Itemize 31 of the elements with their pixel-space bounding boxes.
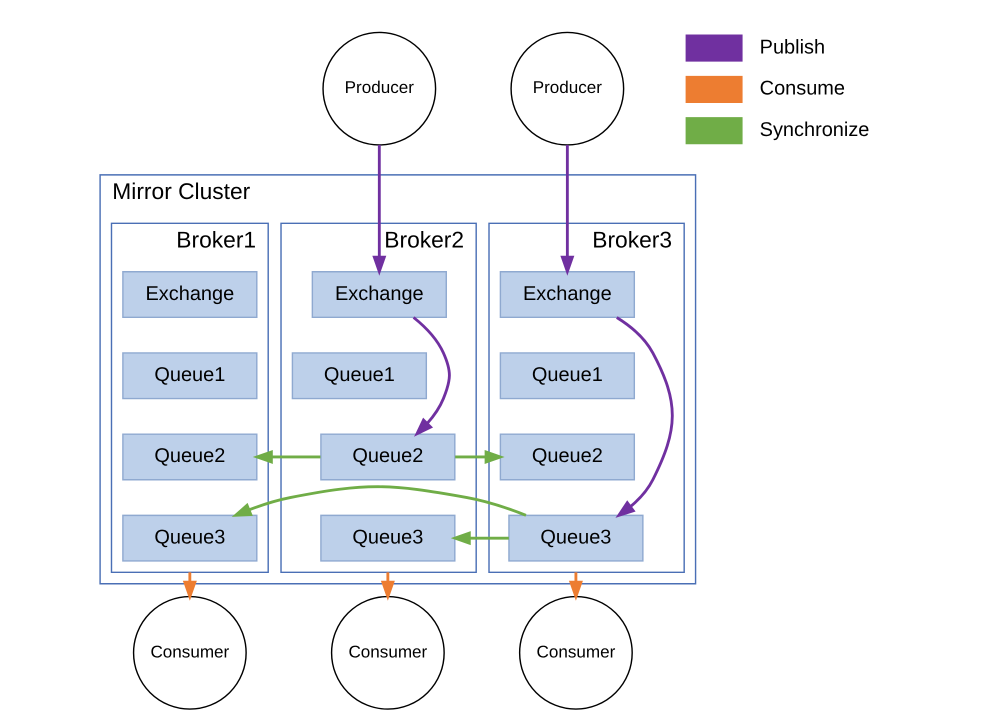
arrow <box>412 316 451 437</box>
arrow <box>615 316 674 518</box>
legend-label: Consume <box>760 78 846 100</box>
arrow <box>455 450 505 464</box>
arrow <box>232 485 526 517</box>
legend-label: Publish <box>760 36 826 58</box>
arrow <box>380 572 395 601</box>
node-box: Queue1 <box>122 352 258 400</box>
arrow <box>372 145 386 276</box>
legend-label: Synchronize <box>760 118 870 141</box>
node-box: Queue3 <box>122 514 258 562</box>
node-circle: Consumer <box>132 596 247 710</box>
node-box: Queue2 <box>320 433 456 480</box>
node-box: Queue1 <box>292 352 428 400</box>
node-box: Exchange <box>312 271 447 318</box>
arrow <box>182 572 197 601</box>
node-box: Queue2 <box>122 433 258 480</box>
arrow <box>252 450 320 464</box>
arrow <box>568 572 583 601</box>
node-box: Queue3 <box>508 514 644 562</box>
node-circle: Consumer <box>518 596 633 710</box>
arrow <box>450 531 509 546</box>
node-circle: Producer <box>322 32 436 146</box>
node-circle: Producer <box>510 32 624 146</box>
node-box: Queue3 <box>320 514 456 562</box>
node-box: Exchange <box>500 271 636 318</box>
node-box: Queue2 <box>500 433 636 480</box>
node-circle: Consumer <box>330 596 445 710</box>
arrow <box>560 145 574 276</box>
node-box: Queue1 <box>500 352 636 400</box>
node-box: Exchange <box>122 271 258 318</box>
